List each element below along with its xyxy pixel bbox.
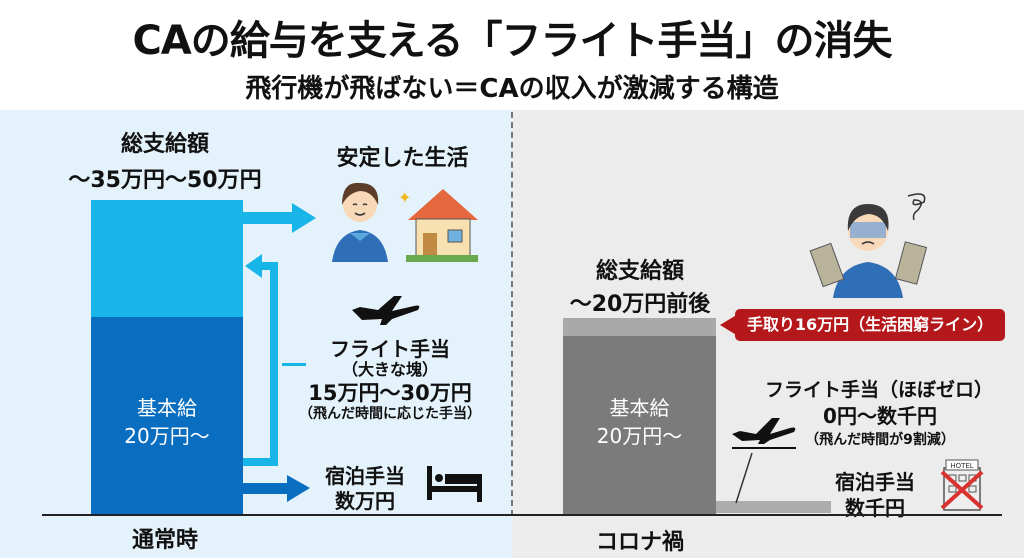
covid-base-bar-segment bbox=[563, 336, 716, 515]
grounded-airplane-icon bbox=[732, 418, 796, 504]
covid-allowance-bar bbox=[716, 501, 831, 513]
covid-flight-allowance-value: 0円～数千円 bbox=[823, 404, 937, 428]
normal-arrows bbox=[243, 203, 316, 502]
normal-flight-allowance-label: フライト手当 bbox=[330, 337, 450, 361]
covid-base-value: 20万円～ bbox=[596, 424, 683, 448]
normal-flight-allowance-value: 15万円～30万円 bbox=[308, 381, 472, 405]
covid-flight-allowance-detail: （飛んだ時間が9割減） bbox=[805, 432, 955, 448]
baseline bbox=[42, 514, 1002, 516]
covid-flight-allowance-label: フライト手当（ほぼゼロ） bbox=[765, 379, 994, 401]
svg-text:✦: ✦ bbox=[398, 188, 411, 207]
normal-total-value: ～35万円～50万円 bbox=[68, 168, 262, 193]
hotel-sign: HOTEL bbox=[950, 462, 973, 470]
covid-total-value: ～20万円前後 bbox=[569, 292, 711, 317]
flight-allowance-loop-arrow bbox=[243, 254, 306, 466]
covid-lodging-label: 宿泊手当 bbox=[835, 470, 915, 494]
happy-attendant-and-house-icon: ✦ bbox=[332, 182, 478, 262]
divider bbox=[511, 112, 513, 516]
normal-total-label: 総支給額 bbox=[120, 132, 209, 157]
covid-label: コロナ禍 bbox=[595, 530, 684, 555]
covid-lodging-value: 数千円 bbox=[845, 496, 905, 520]
normal-base-value: 20万円～ bbox=[124, 424, 210, 448]
normal-flight-allowance-note: （大きな塊） bbox=[341, 360, 438, 379]
bed-icon bbox=[427, 466, 482, 502]
airplane-icon bbox=[352, 296, 420, 325]
covid-total-bar-top bbox=[563, 318, 716, 336]
page-title: CAの給与を支える「フライト手当」の消失 bbox=[132, 18, 892, 64]
covid-base-label: 基本給 bbox=[609, 396, 670, 420]
take-home-pay-callout: 手取り16万円（生活困窮ライン） bbox=[735, 309, 1005, 341]
callout-pointer bbox=[720, 314, 738, 336]
normal-lodging-value: 数万円 bbox=[335, 489, 395, 513]
worried-attendant-icon bbox=[809, 193, 928, 298]
covid-total-label: 総支給額 bbox=[595, 259, 684, 284]
stable-life-label: 安定した生活 bbox=[336, 146, 469, 171]
normal-label: 通常時 bbox=[131, 528, 198, 553]
page-subtitle: 飛行機が飛ばない＝CAの収入が激減する構造 bbox=[245, 74, 779, 104]
flight-allowance-bar-segment bbox=[91, 200, 243, 317]
closed-hotel-icon: HOTEL bbox=[940, 459, 984, 511]
normal-base-label: 基本給 bbox=[137, 396, 197, 420]
arrow-to-stable-life bbox=[243, 203, 316, 233]
normal-lodging-label: 宿泊手当 bbox=[325, 464, 405, 488]
arrow-to-lodging bbox=[243, 475, 310, 502]
base-salary-bar-segment bbox=[91, 317, 243, 515]
normal-flight-allowance-detail: （飛んだ時間に応じた手当） bbox=[299, 406, 481, 422]
